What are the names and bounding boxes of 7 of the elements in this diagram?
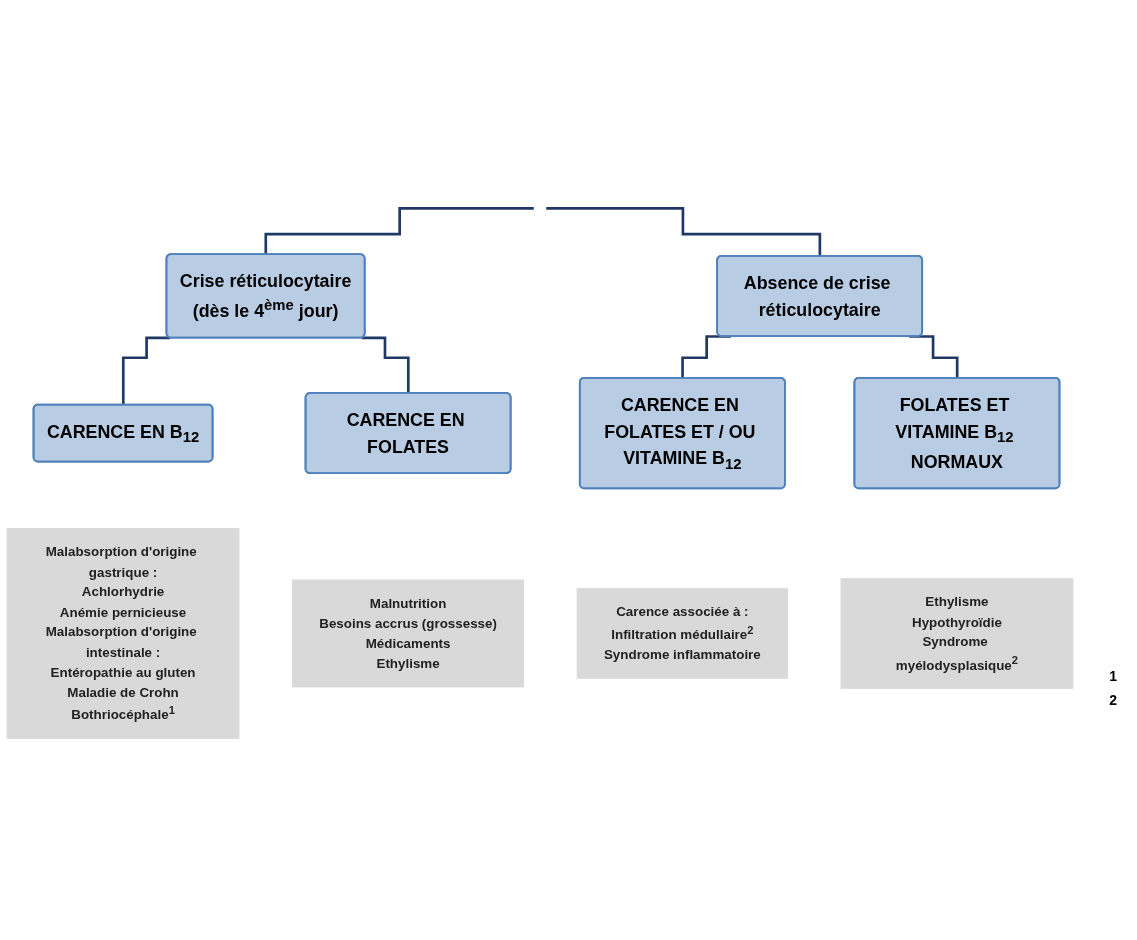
footnote-mark: 2 [1109,692,1117,708]
node-box: Ethylisme Hypothyroïdie Syndrome myélodysplasique$^{2}$ [840,578,1074,689]
node-box: Malabsorption d'origine gastrique : Achlorhydrie Anémie pernicieuse Malabsorption d'origine intestinale : Entéropathie au gluten Maladie de Crohn Bothriocéphale$^{1}$ [6,528,240,739]
node-box: Carence associée à : Infiltration médullaire$^{2}$ Syndrome inflammatoire [576,588,788,679]
footnote-mark: 1 [1109,668,1117,684]
connector [264,207,534,256]
node-box: Malnutrition Besoins accrus (grossesse) Médicaments Ethylisme [292,579,525,688]
